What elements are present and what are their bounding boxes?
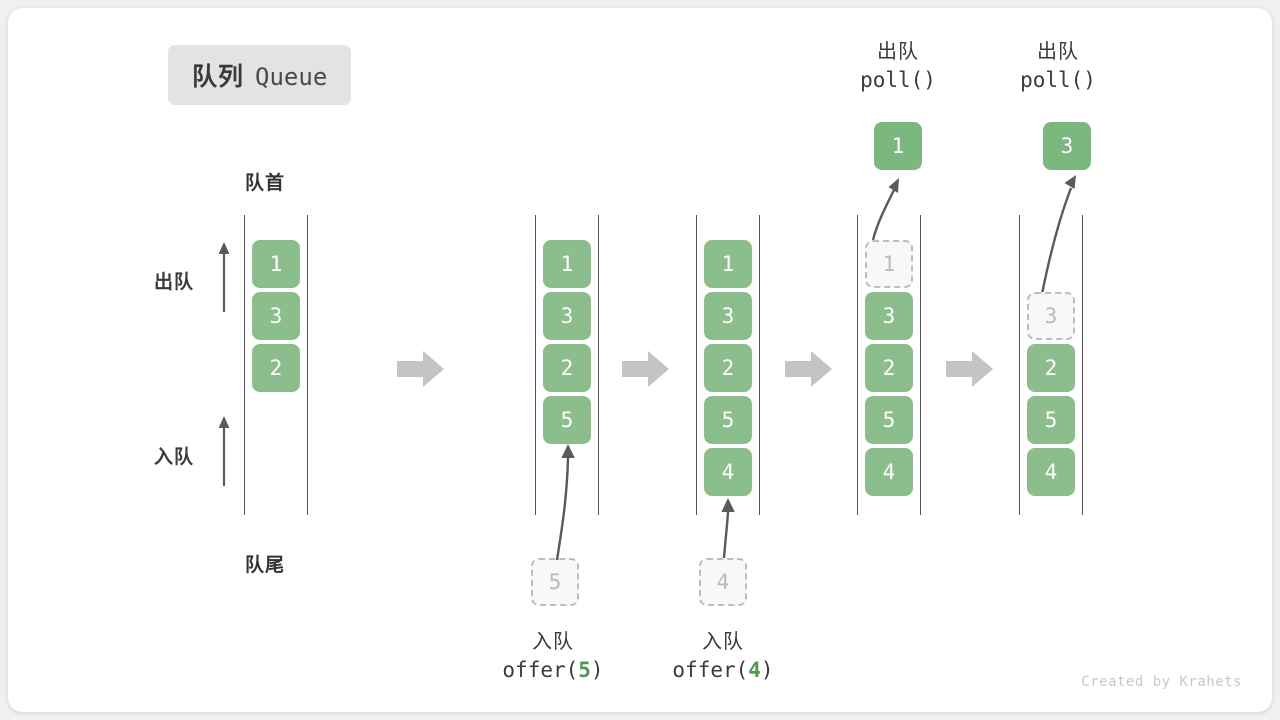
operation-label-cn: 出队 (1037, 41, 1079, 63)
queue-item: 5 (543, 396, 591, 444)
queue-item-ghost: 3 (1027, 292, 1075, 340)
channel-rail-right (307, 215, 308, 515)
enqueue-side-label: 入队 (154, 447, 195, 468)
title-cn: 队列 (192, 63, 245, 91)
queue-item: 2 (543, 344, 591, 392)
queue-item: 3 (865, 292, 913, 340)
title-badge: 队列 Queue (168, 45, 352, 105)
queue-item: 2 (252, 344, 300, 392)
operation-label-poll1: 出队 poll() (838, 38, 958, 96)
queue-channel-offer4: 1 3 2 5 4 (696, 215, 760, 515)
dequeue-up-arrow-icon (216, 240, 232, 314)
queue-item: 4 (865, 448, 913, 496)
queue-item: 3 (704, 292, 752, 340)
incoming-ghost-item: 4 (699, 558, 747, 606)
queue-item: 2 (865, 344, 913, 392)
queue-item: 5 (1027, 396, 1075, 444)
queue-item: 4 (1027, 448, 1075, 496)
operation-label-code: offer(5) (478, 656, 628, 686)
queue-channel-offer5: 1 3 2 5 (535, 215, 599, 515)
stage-transition-arrow-icon (785, 349, 833, 389)
stage-transition-arrow-icon (946, 349, 994, 389)
channel-rail-right (598, 215, 599, 515)
operation-label-code: offer(4) (648, 656, 798, 686)
queue-channel-poll1: 1 3 2 5 4 (857, 215, 921, 515)
stage-transition-arrow-icon (622, 349, 670, 389)
queue-item: 1 (704, 240, 752, 288)
operation-label-cn: 入队 (532, 631, 574, 653)
diagram-card: 队列 Queue 队首 队尾 出队 入队 1 3 2 1 3 (8, 8, 1272, 712)
channel-rail-left (857, 215, 858, 515)
queue-item: 1 (252, 240, 300, 288)
operation-label-offer4: 入队 offer(4) (648, 628, 798, 686)
dequeue-side-label: 出队 (154, 272, 195, 293)
operation-fn: offer( (502, 658, 579, 683)
popped-item: 3 (1043, 122, 1091, 170)
channel-rail-right (759, 215, 760, 515)
channel-rail-right (920, 215, 921, 515)
channel-rail-left (1019, 215, 1020, 515)
channel-rail-left (244, 215, 245, 515)
operation-label-cn: 入队 (702, 631, 744, 653)
queue-item: 2 (704, 344, 752, 392)
queue-item: 3 (543, 292, 591, 340)
queue-item: 5 (704, 396, 752, 444)
operation-fn: offer( (672, 658, 749, 683)
queue-item: 1 (543, 240, 591, 288)
channel-rail-left (535, 215, 536, 515)
queue-item-ghost: 1 (865, 240, 913, 288)
title-en: Queue (255, 63, 328, 91)
queue-channel-poll3: 3 2 5 4 (1019, 215, 1083, 515)
operation-label-poll3: 出队 poll() (998, 38, 1118, 96)
operation-fn-close: ) (590, 658, 604, 683)
queue-item: 2 (1027, 344, 1075, 392)
enqueue-up-arrow-icon (216, 414, 232, 488)
incoming-ghost-item: 5 (531, 558, 579, 606)
operation-arg: 5 (578, 658, 591, 683)
queue-item: 3 (252, 292, 300, 340)
operation-label-offer5: 入队 offer(5) (478, 628, 628, 686)
watermark: Created by Krahets (1081, 674, 1242, 690)
channel-rail-right (1082, 215, 1083, 515)
queue-item: 4 (704, 448, 752, 496)
operation-fn-close: ) (760, 658, 774, 683)
operation-arg: 4 (748, 658, 761, 683)
popped-item: 1 (874, 122, 922, 170)
stage-transition-arrow-icon (397, 349, 445, 389)
operation-label-cn: 出队 (877, 41, 919, 63)
operation-label-code: poll() (1020, 68, 1096, 93)
queue-item: 5 (865, 396, 913, 444)
channel-rail-left (696, 215, 697, 515)
queue-front-label: 队首 (245, 173, 286, 194)
operation-label-code: poll() (860, 68, 936, 93)
queue-rear-label: 队尾 (245, 555, 286, 576)
queue-channel-initial: 1 3 2 (244, 215, 308, 515)
